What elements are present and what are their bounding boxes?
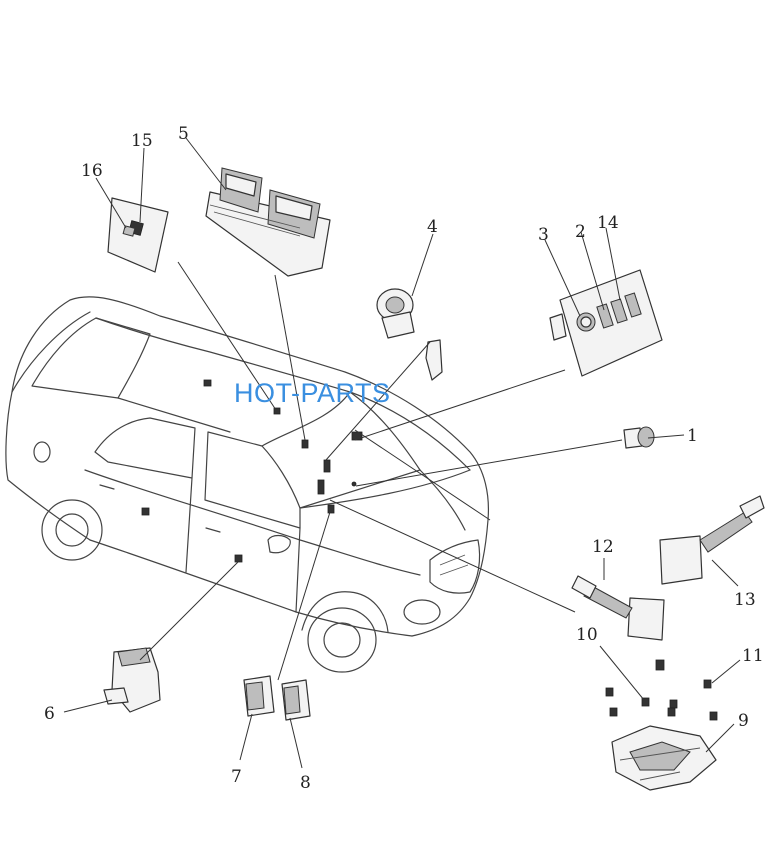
callout-14: 14	[597, 213, 619, 233]
part-12-combo-switch	[571, 575, 665, 641]
part-4-ignition-lock	[376, 288, 443, 381]
callout-16: 16	[81, 161, 103, 181]
callout-11: 11	[742, 646, 764, 666]
part-3-switch-panel	[549, 269, 663, 377]
part-5-window-switch	[205, 167, 331, 277]
part-8-switch	[281, 679, 311, 721]
callout-15: 15	[131, 131, 153, 151]
callout-13: 13	[734, 590, 756, 610]
part-16-panel	[107, 197, 169, 273]
callout-1: 1	[687, 426, 698, 446]
car-outline	[5, 296, 490, 673]
callout-7: 7	[231, 767, 242, 787]
part-9-housing	[611, 725, 717, 791]
part-6-door-switch	[103, 647, 161, 713]
callout-3: 3	[538, 225, 549, 245]
callout-labels: 1 2 3 4 5 6 7 8 9 10 11 12 13 14 15 16	[44, 124, 764, 793]
callout-4: 4	[427, 217, 438, 237]
part-7-switch	[243, 675, 275, 717]
part-10-11-screws	[605, 659, 718, 721]
callout-5: 5	[178, 124, 189, 144]
callout-2: 2	[575, 222, 586, 242]
watermark-text: HOT-PARTS	[234, 378, 391, 408]
callout-8: 8	[300, 773, 311, 793]
callout-10: 10	[576, 625, 598, 645]
callout-9: 9	[738, 711, 749, 731]
part-13-combo-switch	[659, 495, 765, 585]
part-1-cylinder	[623, 426, 655, 449]
leader-lines	[63, 137, 741, 769]
callout-6: 6	[44, 704, 55, 724]
callout-12: 12	[592, 537, 614, 557]
